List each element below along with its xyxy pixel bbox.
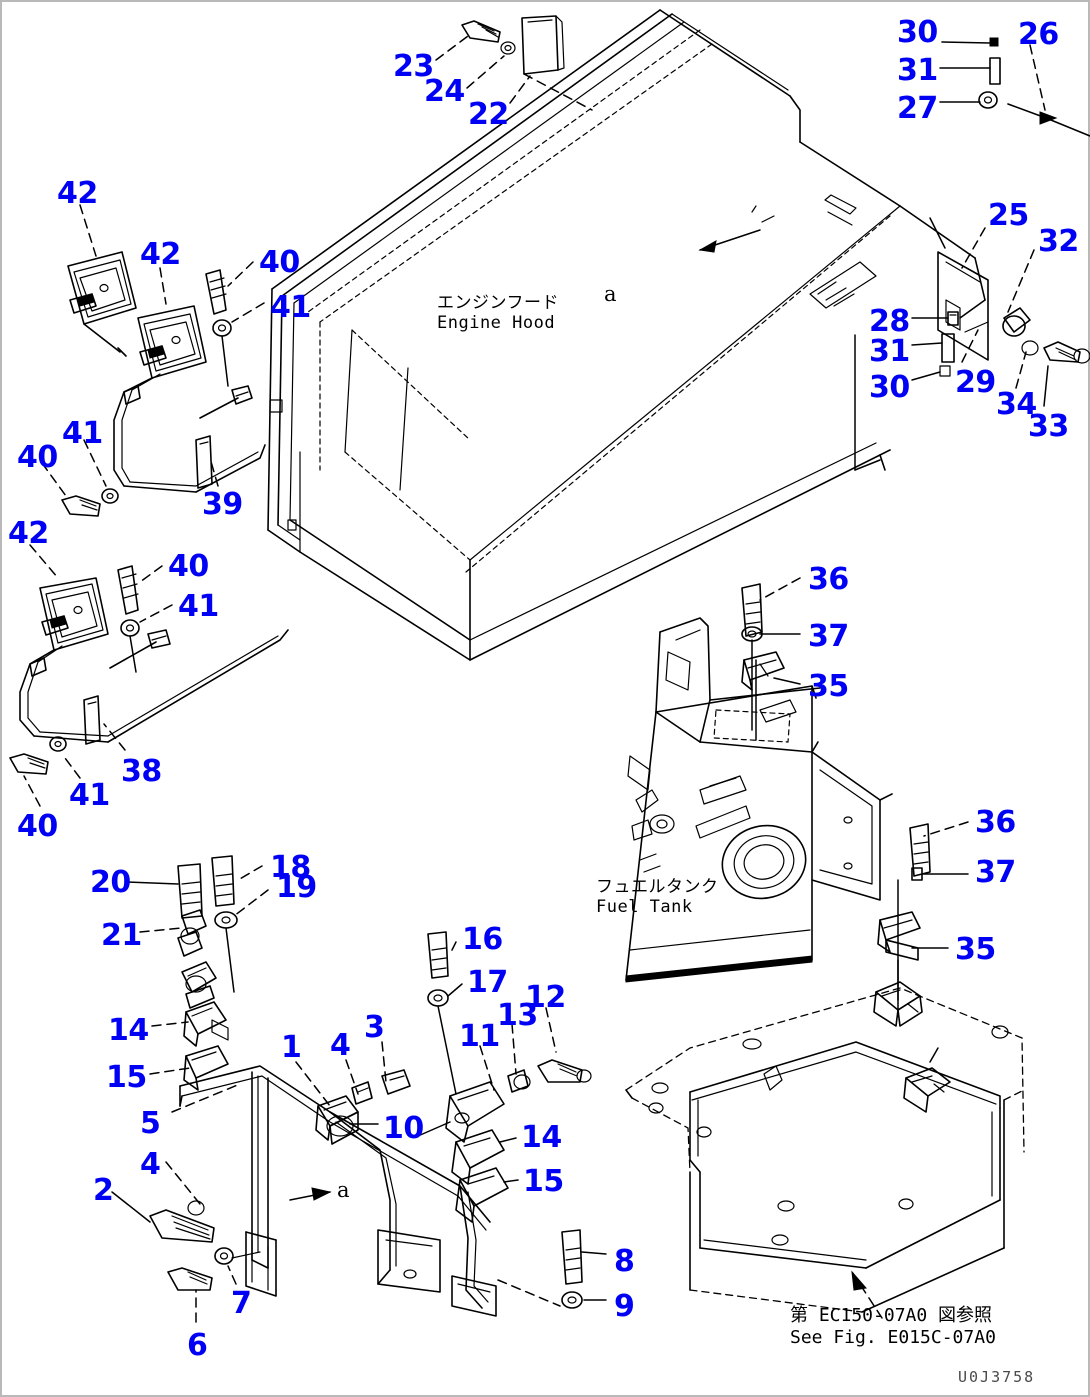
callout-number-42: 42 (140, 237, 181, 272)
callout-number-30: 30 (869, 370, 910, 405)
callout-number-20: 20 (90, 865, 131, 900)
see-figure-en: See Fig. E015C-07A0 (790, 1326, 996, 1348)
fuel-tank-label-en: Fuel Tank (596, 896, 693, 917)
callout-number-4: 4 (140, 1147, 161, 1182)
callout-number-40: 40 (17, 440, 58, 475)
callout-number-41: 41 (270, 290, 311, 325)
engine-hood-label-en: Engine Hood (437, 312, 556, 333)
callout-number-29: 29 (955, 365, 996, 400)
callout-number-3: 3 (364, 1010, 385, 1045)
callout-number-40: 40 (17, 809, 58, 844)
callout-number-35: 35 (808, 669, 849, 704)
callout-number-31: 31 (869, 334, 910, 369)
callout-number-30: 30 (897, 15, 938, 50)
callout-number-39: 39 (202, 487, 243, 522)
callout-number-34: 34 (996, 387, 1037, 422)
callout-number-1: 1 (281, 1030, 302, 1065)
callout-number-6: 6 (187, 1328, 208, 1363)
callout-number-14: 14 (521, 1120, 562, 1155)
callout-number-5: 5 (140, 1106, 161, 1141)
callout-number-2: 2 (93, 1173, 114, 1208)
callout-number-15: 15 (106, 1060, 147, 1095)
callout-number-36: 36 (808, 562, 849, 597)
callout-number-4: 4 (330, 1028, 351, 1063)
callout-number-38: 38 (121, 754, 162, 789)
callout-number-40: 40 (168, 549, 209, 584)
callout-number-16: 16 (462, 922, 503, 957)
zone-letter-a-hood: a (604, 282, 617, 306)
callout-number-28: 28 (869, 304, 910, 339)
callout-number-23: 23 (393, 49, 434, 84)
callout-number-10: 10 (383, 1111, 424, 1146)
callout-number-41: 41 (62, 416, 103, 451)
callout-number-41: 41 (178, 589, 219, 624)
callout-number-8: 8 (614, 1244, 635, 1279)
callout-number-15: 15 (523, 1164, 564, 1199)
callout-number-40: 40 (259, 245, 300, 280)
callout-number-37: 37 (808, 619, 849, 654)
callout-number-24: 24 (424, 74, 465, 109)
fuel-tank-label-jp: フュエルタンク (596, 877, 719, 897)
callout-number-12: 12 (525, 980, 566, 1015)
callout-number-17: 17 (467, 965, 508, 1000)
drawing-number: U0J3758 (958, 1368, 1036, 1386)
callout-number-25: 25 (988, 198, 1029, 233)
callout-number-35: 35 (955, 932, 996, 967)
see-figure-jp: 第 EC150-07A0 図参照 (790, 1305, 993, 1326)
callout-number-11: 11 (459, 1019, 500, 1054)
engine-hood-label-jp: エンジンフード (437, 293, 559, 313)
callout-number-13: 13 (497, 998, 538, 1033)
callout-number-36: 36 (975, 805, 1016, 840)
callout-number-37: 37 (975, 855, 1016, 890)
callout-number-22: 22 (468, 97, 509, 132)
callout-number-33: 33 (1028, 409, 1069, 444)
callout-number-27: 27 (897, 91, 938, 126)
callout-number-19: 19 (276, 870, 317, 905)
callout-number-41: 41 (69, 778, 110, 813)
callout-number-42: 42 (57, 176, 98, 211)
callout-number-7: 7 (231, 1286, 252, 1321)
callout-number-31: 31 (897, 53, 938, 88)
callout-number-14: 14 (108, 1013, 149, 1048)
callout-number-21: 21 (101, 918, 142, 953)
callout-number-26: 26 (1018, 17, 1059, 52)
callout-number-32: 32 (1038, 224, 1079, 259)
callout-number-9: 9 (614, 1289, 635, 1324)
callout-number-18: 18 (270, 850, 311, 885)
callout-number-42: 42 (8, 516, 49, 551)
zone-letter-a-bottom: a (337, 1178, 350, 1202)
